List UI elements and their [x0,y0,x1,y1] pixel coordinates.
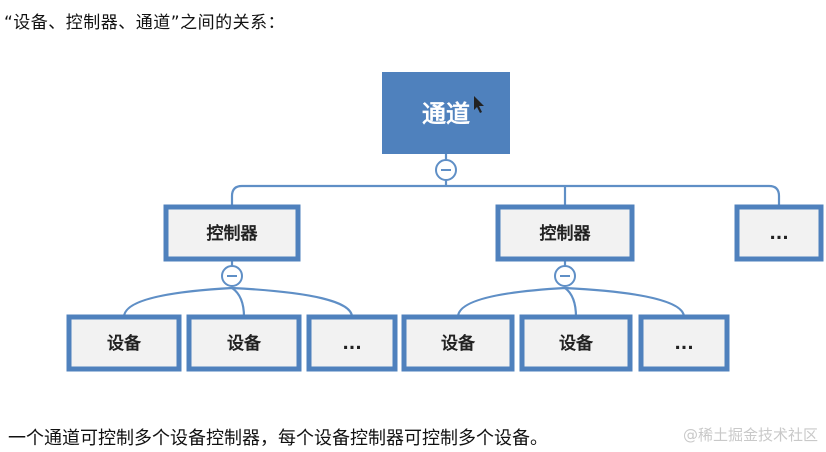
controller-label: 控制器 [207,223,259,244]
root-label: 通道 [422,100,470,128]
device-box [186,314,302,372]
device-box [306,314,398,372]
device-label: 设备 [107,333,142,354]
controller-node-2: 控制器 [495,204,635,262]
watermark: @稀土掘金技术社区 [682,426,818,444]
device-label: ... [342,334,361,354]
root-node: 通道 [382,72,510,154]
connector-root-bus [230,184,781,207]
device-node: 设备 [186,314,302,372]
controller-box [163,204,301,262]
controller-label: 控制器 [540,223,592,244]
device-node: 设备 [401,314,515,372]
device-label: 设备 [441,333,476,354]
controller-node-3: ... [734,204,824,262]
controller-label: ... [769,224,788,244]
device-label: 设备 [559,333,594,354]
connector-controller-2-arc [456,286,686,318]
root-box [382,72,510,154]
device-box [519,314,633,372]
controller-box [495,204,635,262]
collapse-toggle-root[interactable] [435,159,457,181]
page-heading: “设备、控制器、通道”之间的关系： [4,13,286,33]
device-node: ... [306,314,398,372]
mouse-cursor-icon [474,96,484,113]
device-node: ... [638,314,730,372]
collapse-toggle-controller-2[interactable] [554,265,576,287]
device-node: 设备 [519,314,633,372]
device-box [66,314,182,372]
device-box [401,314,515,372]
device-node: 设备 [66,314,182,372]
collapse-toggle-controller-1[interactable] [221,265,243,287]
controller-box [734,204,824,262]
controller-node-1: 控制器 [163,204,301,262]
footer-caption: 一个通道可控制多个设备控制器，每个设备控制器可控制多个设备。 [8,428,548,449]
device-label: 设备 [227,333,262,354]
connector-controller-2-mid [564,287,578,318]
device-box [638,314,730,372]
connector-controller-1-mid [231,287,246,318]
device-label: ... [674,334,693,354]
